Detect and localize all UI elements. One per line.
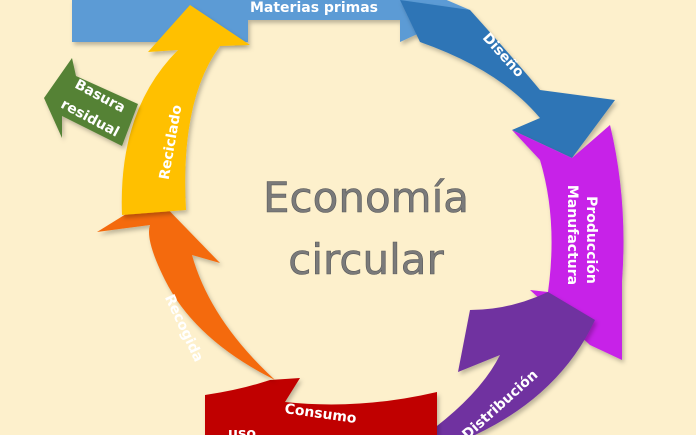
- produccion-arrow: [512, 125, 624, 360]
- reciclado-arrow: [121, 5, 250, 215]
- label-materias-primas: Materias primas: [250, 0, 378, 16]
- basura-residual-arrow: [44, 58, 138, 146]
- distribucion-arrow: [425, 292, 595, 435]
- label-produccion: Producción: [583, 196, 599, 284]
- diseno-arrow: [400, 0, 615, 158]
- label-uso: uso: [228, 426, 256, 435]
- consumo-arrow: [205, 378, 437, 435]
- recogida-arrow: [97, 196, 275, 380]
- diagram-title-line2: circular: [288, 235, 444, 284]
- label-manufactura: Manufactura: [564, 185, 580, 285]
- diagram-title-line1: Economía: [263, 173, 469, 222]
